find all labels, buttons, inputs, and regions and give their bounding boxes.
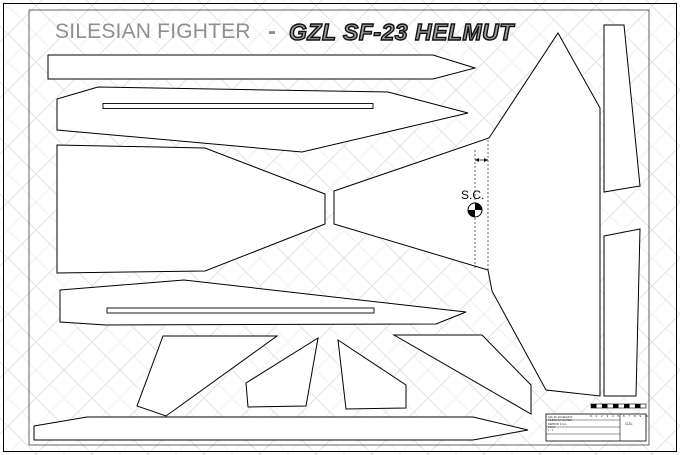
fuselage-center <box>56 144 326 274</box>
scale-bar-label: 6 <box>623 414 625 418</box>
sheet-border <box>3 3 677 452</box>
tab-right <box>337 338 407 410</box>
scale-bar <box>590 403 647 409</box>
cg-label: S.C. <box>461 188 485 202</box>
fuselage-strip-bottom <box>33 416 529 441</box>
scale-bar-label: 7 <box>628 414 631 418</box>
fin-right <box>392 334 532 415</box>
title-separator: - <box>268 18 276 45</box>
scale-bar-label: 8 <box>634 414 636 418</box>
scale-bar-label: 0 <box>590 414 592 418</box>
title-model-name: GZL SF-23 HELMUT <box>288 18 514 45</box>
title-block-line: 1 : 1 <box>548 429 554 433</box>
cg-arrow-right <box>484 158 488 162</box>
slot-lower <box>106 307 375 314</box>
scale-bar-label: 9 <box>639 414 642 418</box>
title-block-logo: GZL <box>625 421 633 426</box>
fin-left <box>136 335 279 417</box>
title-model-label: SILESIAN FIGHTER <box>55 20 251 43</box>
vertical-tail-top <box>603 24 641 193</box>
scale-bar-label: 2 <box>601 414 603 418</box>
main-wing <box>333 32 601 397</box>
title-block-line: DEPRON 3 mm <box>548 422 567 426</box>
cg-arrow-left <box>475 158 479 162</box>
vertical-tail-bottom <box>603 228 641 397</box>
scale-bar-label: 1 <box>595 414 598 418</box>
fuselage-side-bottom <box>59 279 467 326</box>
inner-frame <box>28 9 650 446</box>
scale-bar-label: 4 <box>612 414 614 418</box>
title-block-line: SILESIAN FIGHTER <box>548 419 572 423</box>
scale-bar-label: 5 <box>617 414 620 418</box>
slot-upper <box>102 103 374 109</box>
title-block-line: PLAN <box>548 425 555 429</box>
cg-symbol <box>467 202 483 218</box>
title-block <box>545 413 647 442</box>
scale-bar-label: 10 <box>645 414 649 418</box>
title-block-line: GZL SF-23 HELMUT <box>548 416 573 419</box>
fuselage-strip-top <box>47 54 477 80</box>
scale-bar-label: 3 <box>606 414 609 418</box>
tab-left <box>245 336 319 408</box>
